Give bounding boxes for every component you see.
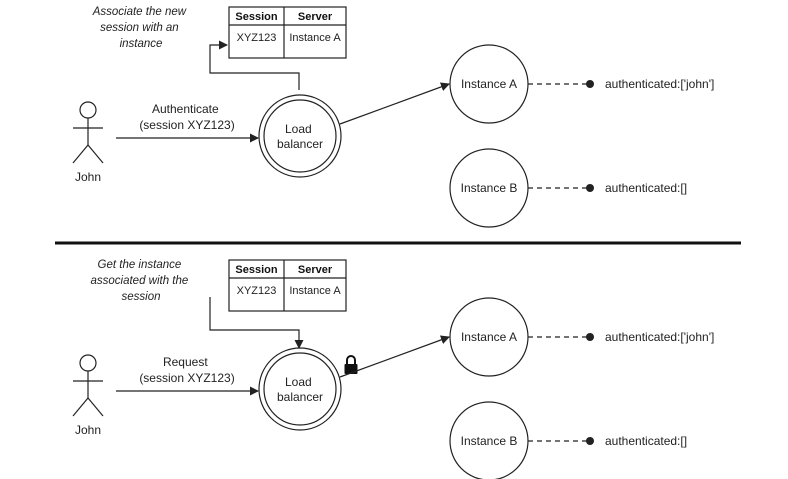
instance-state: authenticated:[]	[605, 181, 687, 195]
route-arrow	[339, 335, 450, 378]
table-cell-server: Instance A	[289, 32, 341, 44]
person-icon	[72, 101, 104, 164]
note-text: Associate the new session with an instan…	[92, 6, 190, 50]
table-cell-server: Instance A	[289, 285, 341, 297]
session-table: Session Server XYZ123 Instance A	[228, 259, 347, 312]
table-header-server: Server	[298, 11, 333, 23]
table-cell-session: XYZ123	[237, 285, 277, 297]
person-icon	[72, 354, 104, 417]
svg-text:Load balancer: Load balancer	[277, 122, 323, 151]
svg-text:Load balancer: Load balancer	[277, 375, 323, 404]
table-header-session: Session	[235, 264, 277, 276]
panel-associate: Associate the new session with an instan…	[72, 6, 714, 228]
user-label: John	[75, 423, 101, 437]
session-table: Session Server XYZ123 Instance A	[228, 6, 347, 59]
load-balancer-node: Load balancer	[258, 347, 342, 431]
svg-text:Instance A: Instance A	[461, 330, 517, 344]
instance-a-node: Instance A authenticated:['john']	[449, 44, 714, 124]
instance-state: authenticated:['john']	[605, 77, 714, 91]
svg-text:Instance B: Instance B	[461, 434, 518, 448]
route-arrow	[339, 82, 450, 125]
request-label: Request (session XYZ123)	[139, 355, 234, 385]
table-header-server: Server	[298, 264, 333, 276]
table-header-session: Session	[235, 11, 277, 23]
instance-state: authenticated:['john']	[605, 330, 714, 344]
svg-text:Instance B: Instance B	[461, 181, 518, 195]
connector-lb-to-table	[209, 40, 300, 90]
table-cell-session: XYZ123	[237, 32, 277, 44]
instance-b-node: Instance B authenticated:[]	[449, 401, 687, 479]
note-text: Get the instance associated with the ses…	[90, 259, 191, 303]
user-label: John	[75, 170, 101, 184]
connector-table-to-lb	[209, 297, 304, 349]
instance-state: authenticated:[]	[605, 434, 687, 448]
panel-lookup: Get the instance associated with the ses…	[72, 259, 714, 479]
instance-a-node: Instance A authenticated:['john']	[449, 297, 714, 377]
request-label: Authenticate (session XYZ123)	[139, 102, 234, 132]
load-balancer-node: Load balancer	[258, 94, 342, 178]
svg-text:Instance A: Instance A	[461, 77, 517, 91]
instance-b-node: Instance B authenticated:[]	[449, 148, 687, 228]
